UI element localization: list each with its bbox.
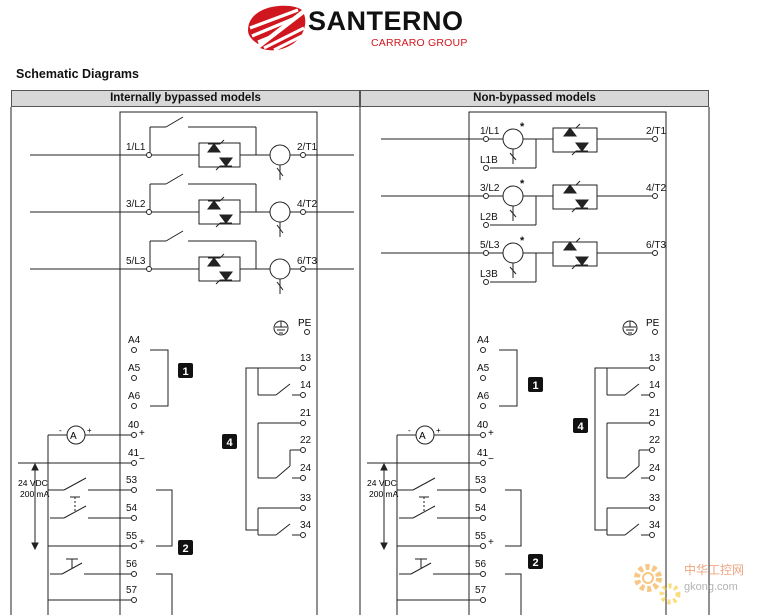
right-r34-label: 34 (649, 520, 661, 531)
brand-group: CARRARO GROUP (371, 37, 468, 49)
right-t2-label: 4/T2 (646, 183, 666, 194)
right-ammeter-minus: - (408, 426, 411, 435)
right-t3-label: 6/T3 (646, 240, 666, 251)
right-ammeter-label: A (419, 431, 426, 442)
left-r22-label: 22 (300, 435, 312, 446)
left-a5-label: A5 (128, 363, 141, 374)
right-t55-label: 55 (475, 531, 487, 542)
right-callout-2: 2 (528, 554, 543, 569)
terminal-l1-label: 1/L1 (126, 142, 146, 153)
left-callout-2: 2 (178, 540, 193, 555)
terminal-t2-label: 4/T2 (297, 199, 317, 210)
right-t40-plus: + (488, 428, 494, 439)
right-ammeter-plus: + (436, 426, 441, 435)
watermark-cn: 中华工控网 (684, 562, 744, 577)
right-t55-plus: + (488, 537, 494, 548)
right-t53-label: 53 (475, 475, 487, 486)
left-t55-plus: + (139, 537, 145, 548)
svg-text:2: 2 (532, 557, 538, 569)
right-r13-label: 13 (649, 353, 661, 364)
left-t41-minus: − (139, 454, 145, 465)
left-r33-label: 33 (300, 493, 312, 504)
right-a4-label: A4 (477, 335, 490, 346)
left-a6-label: A6 (128, 391, 141, 402)
column-header-non-bypassed: Non-bypassed models (360, 90, 709, 107)
left-r13-label: 13 (300, 353, 312, 364)
left-callout-4: 4 (222, 434, 237, 449)
svg-text:4: 4 (577, 421, 584, 433)
left-ammeter-label: A (70, 431, 77, 442)
left-ammeter-plus: + (87, 426, 92, 435)
left-pe-label: PE (298, 318, 312, 329)
right-r22-label: 22 (649, 435, 661, 446)
svg-text:2: 2 (182, 543, 188, 555)
right-r24-label: 24 (649, 463, 661, 474)
left-ammeter-minus: - (59, 426, 62, 435)
left-t41-label: 41 (128, 448, 140, 459)
left-t53-label: 53 (126, 475, 138, 486)
left-ma-label: 200 mA (20, 489, 50, 499)
right-l3b-label: L3B (480, 269, 498, 280)
right-t56-label: 56 (475, 559, 487, 570)
right-r33-label: 33 (649, 493, 661, 504)
svg-text:1: 1 (182, 366, 188, 378)
santerno-logo-icon (248, 5, 306, 52)
left-t40-label: 40 (128, 420, 140, 431)
right-t41-label: 41 (477, 448, 489, 459)
right-l1-label: 1/L1 (480, 126, 500, 137)
svg-text:1: 1 (532, 380, 538, 392)
terminal-t1-label: 2/T1 (297, 142, 317, 153)
right-callout-1: 1 (528, 377, 543, 392)
left-vdc-label: 24 VDC (18, 478, 48, 488)
right-l2b-label: L2B (480, 212, 498, 223)
right-t54-label: 54 (475, 503, 487, 514)
right-a5-label: A5 (477, 363, 490, 374)
right-pe-label: PE (646, 318, 660, 329)
right-l3-label: 5/L3 (480, 240, 500, 251)
right-a6-label: A6 (477, 391, 490, 402)
left-r21-label: 21 (300, 408, 312, 419)
left-t55-label: 55 (126, 531, 138, 542)
right-r14-label: 14 (649, 380, 661, 391)
left-pe-ground-icon (273, 320, 310, 336)
right-l1b-label: L1B (480, 155, 498, 166)
left-t56-label: 56 (126, 559, 138, 570)
right-star-3: * (520, 235, 525, 247)
left-t40-plus: + (139, 428, 145, 439)
gkong-watermark-icon: 中华工控网 gkong.com (634, 562, 744, 605)
right-power-section (380, 123, 653, 283)
right-star-1: * (520, 121, 525, 133)
brand-name: SANTERNO (308, 6, 464, 36)
right-pe-ground-icon (622, 320, 658, 336)
right-t40-label: 40 (477, 420, 489, 431)
left-r34-label: 34 (300, 520, 312, 531)
left-power-section (29, 116, 355, 295)
right-t41-minus: − (488, 454, 494, 465)
terminal-l3-label: 5/L3 (126, 256, 146, 267)
column-header-internally-bypassed: Internally bypassed models (11, 90, 360, 107)
terminal-t3-label: 6/T3 (297, 256, 317, 267)
left-r24-label: 24 (300, 463, 312, 474)
svg-text:4: 4 (226, 437, 233, 449)
right-t57-label: 57 (475, 585, 487, 596)
left-a4-label: A4 (128, 335, 141, 346)
left-callout-1: 1 (178, 363, 193, 378)
right-star-2: * (520, 178, 525, 190)
right-callout-4: 4 (573, 418, 588, 433)
page-title: Schematic Diagrams (16, 67, 139, 81)
terminal-l2-label: 3/L2 (126, 199, 146, 210)
left-t57-label: 57 (126, 585, 138, 596)
right-vdc-label: 24 VDC (367, 478, 397, 488)
left-t54-label: 54 (126, 503, 138, 514)
left-r14-label: 14 (300, 380, 312, 391)
right-l2-label: 3/L2 (480, 183, 500, 194)
right-t1-label: 2/T1 (646, 126, 666, 137)
watermark-url: gkong.com (684, 581, 738, 593)
right-ma-label: 200 mA (369, 489, 399, 499)
right-r21-label: 21 (649, 408, 661, 419)
